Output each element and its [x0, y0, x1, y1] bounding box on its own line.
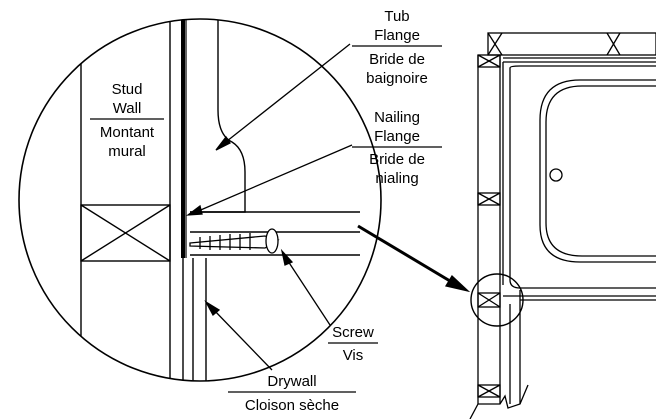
svg-text:Stud: Stud	[112, 81, 143, 98]
screw-icon	[189, 228, 280, 254]
arrow-icon	[444, 274, 471, 293]
label-tub-flange: Tub Flange Bride de baignoire	[352, 8, 442, 87]
svg-text:mural: mural	[108, 143, 146, 160]
svg-text:baignoire: baignoire	[366, 70, 428, 87]
svg-text:Drywall: Drywall	[267, 373, 316, 390]
tub-flange-outline	[190, 19, 246, 213]
svg-text:Bride de: Bride de	[369, 51, 425, 68]
svg-text:Montant: Montant	[100, 124, 155, 141]
svg-text:Nailing: Nailing	[374, 109, 420, 126]
svg-text:Flange: Flange	[374, 27, 420, 44]
svg-text:nialing: nialing	[375, 170, 418, 187]
horizontal-blocking	[80, 204, 171, 262]
detail-callout-circle	[470, 273, 524, 327]
tub-section-view	[469, 32, 656, 419]
svg-text:Cloison sèche: Cloison sèche	[245, 397, 339, 414]
svg-text:Bride de: Bride de	[369, 151, 425, 168]
magnifier-circle	[18, 18, 382, 382]
detail-magnifier	[18, 18, 382, 382]
leader-lines	[185, 43, 471, 371]
label-screw: Screw Vis	[328, 324, 378, 364]
svg-text:Flange: Flange	[374, 128, 420, 145]
svg-text:Vis: Vis	[343, 347, 364, 364]
arrow-icon	[204, 300, 221, 317]
label-stud-wall: Stud Wall Montant mural	[90, 81, 164, 160]
arrow-icon	[185, 204, 203, 216]
arrow-icon	[280, 248, 294, 266]
arrow-icon	[215, 135, 231, 151]
label-nailing-flange: Nailing Flange Bride de nialing	[352, 109, 442, 187]
label-drywall: Drywall Cloison sèche	[228, 373, 356, 414]
svg-text:Screw: Screw	[332, 324, 374, 341]
svg-text:Wall: Wall	[113, 100, 142, 117]
svg-text:Tub: Tub	[384, 8, 409, 25]
